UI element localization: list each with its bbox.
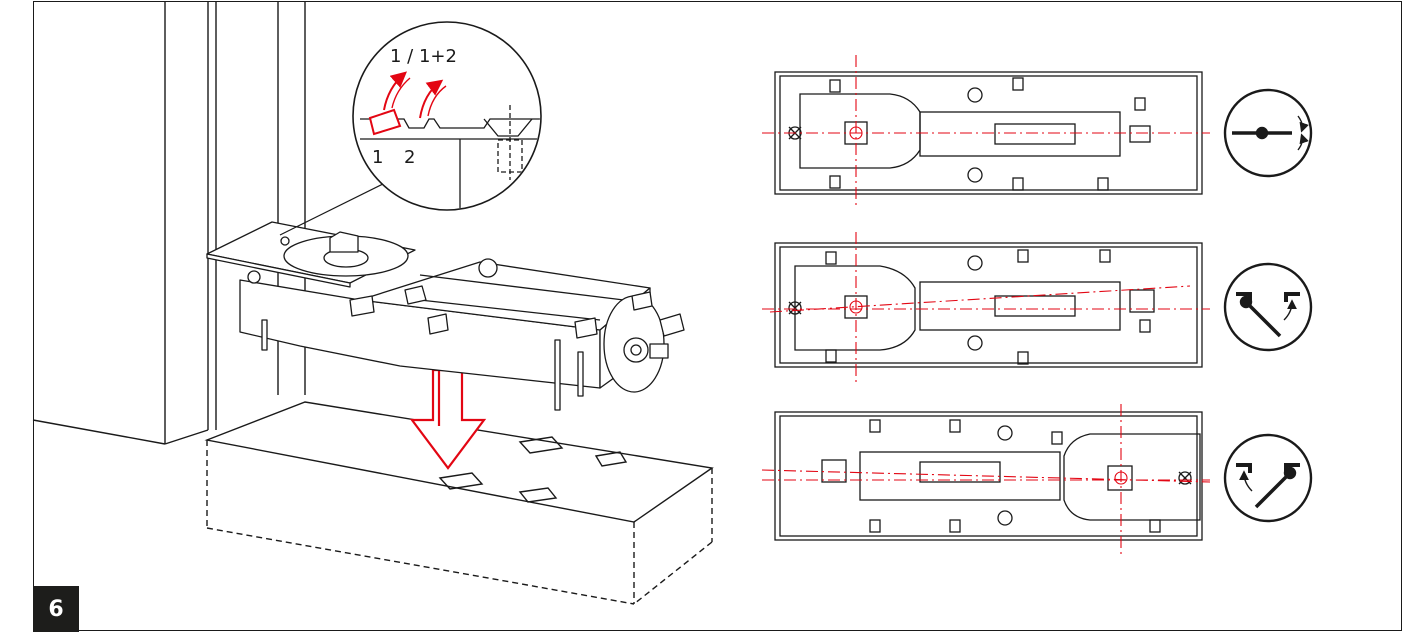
detail-leader-line — [279, 177, 396, 236]
break-arrow-1 — [383, 71, 408, 111]
insert-down-arrow — [409, 368, 487, 470]
door-frame-profile — [32, 2, 306, 445]
tab-1-label: 1 — [372, 147, 383, 168]
floor-recess-box — [204, 401, 714, 605]
break-sequence-label: 1 / 1+2 — [390, 46, 457, 67]
top-view-closed — [762, 55, 1210, 205]
top-view-right — [761, 404, 1211, 555]
top-view-left — [762, 232, 1210, 382]
step-number-badge: 6 — [33, 586, 79, 632]
door-closed-symbol — [1223, 88, 1313, 178]
breakaway-tab-1 — [368, 108, 402, 136]
breakaway-detail: 1 / 1+2 1 2 — [352, 21, 542, 211]
diagram-frame — [33, 1, 1402, 631]
tab-2-label: 2 — [404, 147, 415, 168]
break-arrow-2 — [419, 79, 444, 119]
door-open-right-symbol — [1223, 433, 1313, 523]
door-open-left-symbol — [1223, 262, 1313, 352]
door-closer-unit — [206, 221, 685, 411]
